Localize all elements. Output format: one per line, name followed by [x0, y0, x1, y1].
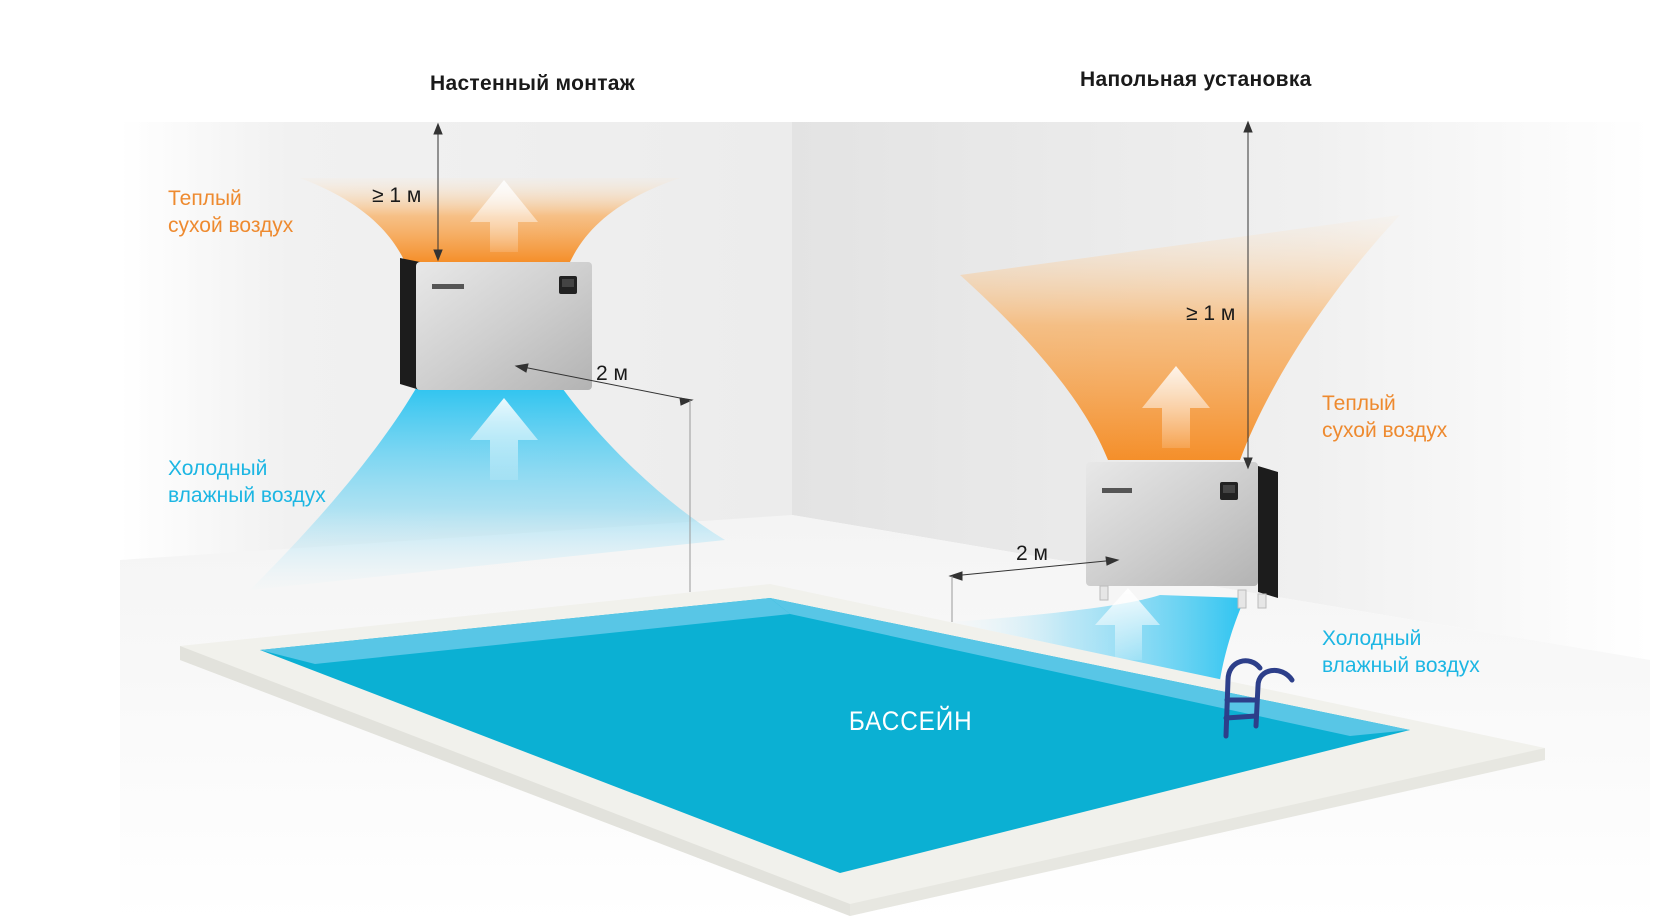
wall-mounted-unit [400, 258, 592, 390]
title-floor-install: Напольная установка [1080, 68, 1312, 91]
floor-standing-unit [1086, 462, 1278, 609]
cold-air-label-line2: влажный воздух [1322, 654, 1480, 677]
cold-air-plume-floor [950, 595, 1245, 680]
pool-label: БАССЕЙН [848, 706, 973, 736]
cold-air-label-line1: Холодный [168, 457, 268, 480]
cold-air-label-line2: влажный воздух [168, 484, 326, 507]
cold-air-plume-wall [250, 385, 725, 590]
warm-air-label-right: Теплый сухой воздух [1322, 390, 1447, 444]
cold-air-label-line1: Холодный [1322, 627, 1422, 650]
warm-air-label-line2: сухой воздух [1322, 419, 1448, 442]
pool-deck-edge [180, 646, 850, 916]
pool-distance-label-wall: 2 м [596, 362, 628, 385]
title-wall-mount: Настенный монтаж [430, 72, 635, 95]
height-clearance-label-wall: ≥ 1 м [372, 184, 422, 207]
wall-unit-airflow [250, 178, 725, 590]
dimension-lines [433, 120, 1253, 622]
warm-air-arrow-wall [470, 180, 538, 252]
height-clearance-label-floor: ≥ 1 м [1186, 302, 1236, 325]
pool-ladder [1223, 658, 1295, 739]
warm-air-plume-floor [960, 215, 1400, 460]
floor-unit-airflow [950, 215, 1400, 680]
cold-air-label-right: Холодный влажный воздух [1322, 625, 1480, 679]
pool-water-rim-back [260, 598, 790, 664]
pool-water [260, 598, 1410, 873]
warm-air-arrow-floor [1142, 366, 1210, 448]
cold-air-arrow-floor [1095, 588, 1160, 660]
warm-air-label-line2: сухой воздух [168, 214, 294, 237]
pool-distance-label-floor: 2 м [1016, 542, 1048, 565]
warm-air-label-line1: Теплый [168, 187, 242, 210]
cold-air-arrow-wall [470, 398, 538, 480]
warm-air-label-left: Теплый сухой воздух [168, 185, 293, 239]
cold-air-label-left: Холодный влажный воздух [168, 455, 326, 509]
pool-deck-edge-right [850, 748, 1545, 916]
warm-air-label-line1: Теплый [1322, 392, 1396, 415]
